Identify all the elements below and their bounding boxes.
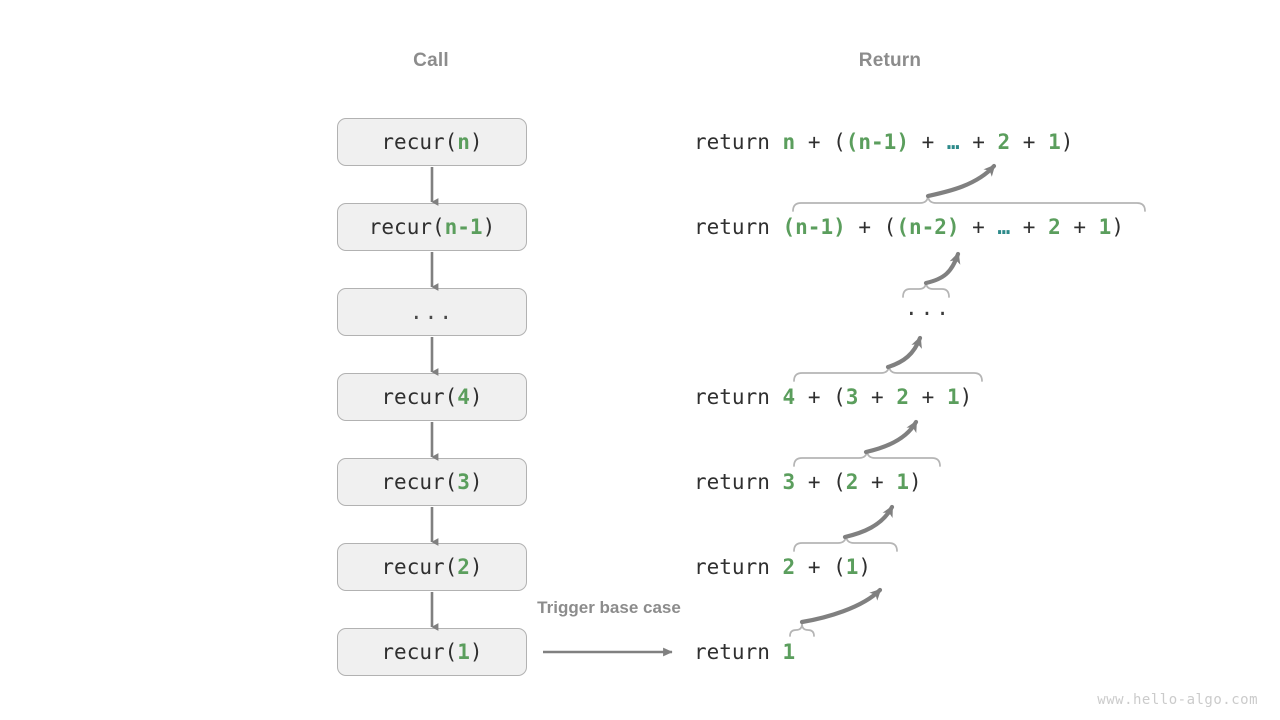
call-box-recur-3[interactable]: recur(3)	[337, 458, 527, 506]
expr-token: )	[909, 470, 922, 494]
expr-token: )	[1111, 215, 1124, 239]
expr-token: 1	[1048, 130, 1061, 154]
expr-token: )	[1060, 130, 1074, 154]
expr-token: 3	[845, 385, 859, 409]
expr-token: +	[858, 385, 897, 409]
call-box-arg: 4	[457, 385, 470, 409]
expr-token: (n-2)	[896, 215, 960, 239]
call-box-recur-n[interactable]: recur(n)	[337, 118, 527, 166]
expr-token: 1	[946, 385, 960, 409]
trigger-base-case-label: Trigger base case	[537, 598, 681, 617]
expr-token: )	[959, 385, 973, 409]
expr-token: 1	[896, 470, 909, 494]
return-expression: (n-1) + ((n-2) + … + 2 + 1)	[783, 215, 1124, 239]
call-box-arg: 3	[457, 470, 470, 494]
column-header-return: Return	[858, 50, 922, 71]
return-line-ret-4: return 4 + (3 + 2 + 1)	[694, 377, 972, 417]
return-keyword: return	[694, 385, 783, 409]
expr-token: +	[959, 215, 998, 239]
expr-token: + (	[795, 555, 846, 579]
expr-token: +	[908, 130, 947, 154]
column-header-call: Call	[413, 50, 449, 71]
expr-token: (n-1)	[845, 130, 909, 154]
expr-token: …	[946, 130, 960, 154]
expr-token: n	[782, 130, 796, 154]
return-keyword: return	[694, 640, 783, 664]
call-box-suffix: )	[482, 215, 496, 239]
call-box-recur-4[interactable]: recur(4)	[337, 373, 527, 421]
call-box-recur-2[interactable]: recur(2)	[337, 543, 527, 591]
expr-token: 2	[782, 555, 796, 579]
expr-token: 1	[1098, 215, 1112, 239]
return-line-ret-1: return 1	[694, 632, 795, 672]
brace-dots	[902, 281, 950, 298]
expr-token: )	[858, 555, 872, 579]
expr-token: +	[959, 130, 998, 154]
call-box-suffix: )	[469, 130, 483, 154]
propagate-arrow-3	[885, 335, 923, 370]
call-box-suffix: )	[469, 640, 483, 664]
expr-token: 1	[782, 640, 796, 664]
return-keyword: return	[694, 555, 783, 579]
return-line-ret-2: return 2 + (1)	[694, 547, 871, 587]
return-expression: 1	[783, 640, 796, 664]
propagate-arrow-1	[842, 504, 895, 540]
return-keyword: return	[694, 470, 783, 494]
call-box-recur-1[interactable]: recur(1)	[337, 628, 527, 676]
call-box-arg: 2	[457, 555, 470, 579]
call-box-arg: 1	[457, 640, 470, 664]
expr-token: +	[909, 385, 947, 409]
expr-token: + (	[845, 215, 897, 239]
expr-token: …	[997, 215, 1011, 239]
expr-token: +	[1010, 130, 1049, 154]
expr-token: 2	[997, 130, 1011, 154]
return-expression: n + ((n-1) + … + 2 + 1)	[783, 130, 1074, 154]
expr-token: 2	[896, 385, 909, 409]
return-ellipsis: ...	[905, 296, 952, 320]
expr-token: + (	[795, 385, 846, 409]
expr-token: 4	[782, 385, 796, 409]
watermark: www.hello-algo.com	[1097, 692, 1258, 708]
expr-token: 1	[845, 555, 859, 579]
expr-token: 3	[782, 470, 796, 494]
return-line-ret-n: return n + ((n-1) + … + 2 + 1)	[694, 122, 1073, 162]
expr-token: + (	[795, 130, 846, 154]
expr-token: +	[858, 470, 897, 494]
call-box-suffix: )	[469, 555, 483, 579]
return-expression: 4 + (3 + 2 + 1)	[783, 385, 973, 409]
propagate-arrow-5	[925, 163, 997, 199]
call-box-prefix: recur(	[381, 385, 458, 409]
call-box-prefix: recur(	[381, 640, 458, 664]
return-expression: 2 + (1)	[783, 555, 872, 579]
call-box-suffix: )	[469, 385, 483, 409]
call-box-ellipsis: ...	[410, 300, 454, 324]
expr-token: +	[1010, 215, 1049, 239]
return-line-ret-n-1: return (n-1) + ((n-2) + … + 2 + 1)	[694, 207, 1124, 247]
propagate-arrow-0	[799, 587, 883, 625]
expr-token: (n-1)	[782, 215, 846, 239]
call-box-arg: n	[457, 130, 470, 154]
call-box-suffix: )	[469, 470, 483, 494]
call-box-recur-n-1[interactable]: recur(n-1)	[337, 203, 527, 251]
call-box-arg: n-1	[444, 215, 483, 239]
propagate-arrow-4	[923, 251, 961, 286]
return-keyword: return	[694, 130, 783, 154]
call-box-prefix: recur(	[381, 470, 458, 494]
expr-token: 2	[845, 470, 859, 494]
call-box-recur-dots[interactable]: ...	[337, 288, 527, 336]
call-box-prefix: recur(	[381, 555, 458, 579]
return-line-ret-3: return 3 + (2 + 1)	[694, 462, 922, 502]
propagate-arrow-2	[863, 419, 919, 455]
return-expression: 3 + (2 + 1)	[783, 470, 922, 494]
return-keyword: return	[694, 215, 783, 239]
call-box-prefix: recur(	[368, 215, 445, 239]
expr-token: 2	[1048, 215, 1061, 239]
call-box-prefix: recur(	[381, 130, 458, 154]
expr-token: + (	[795, 470, 846, 494]
expr-token: +	[1060, 215, 1099, 239]
